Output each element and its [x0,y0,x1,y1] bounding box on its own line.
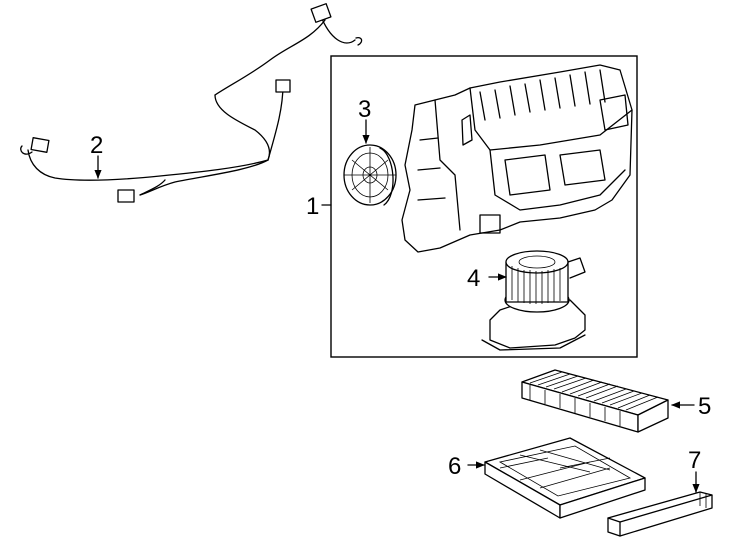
assembly-frame [330,55,638,358]
callout-5: 5 [698,393,711,420]
filter-housing-tray [484,437,646,519]
callout-7: 7 [688,447,701,474]
wiring-harness [20,3,363,203]
blower-cover [343,144,397,206]
blower-motor [481,250,586,351]
hvac-unit [401,64,633,253]
callout-4: 4 [467,265,480,292]
callout-2: 2 [90,132,103,159]
callout-1: 1 [306,193,319,220]
callout-3: 3 [358,96,371,123]
callout-6: 6 [448,453,461,480]
cabin-air-filter [521,369,669,433]
filter-cover [607,491,713,537]
